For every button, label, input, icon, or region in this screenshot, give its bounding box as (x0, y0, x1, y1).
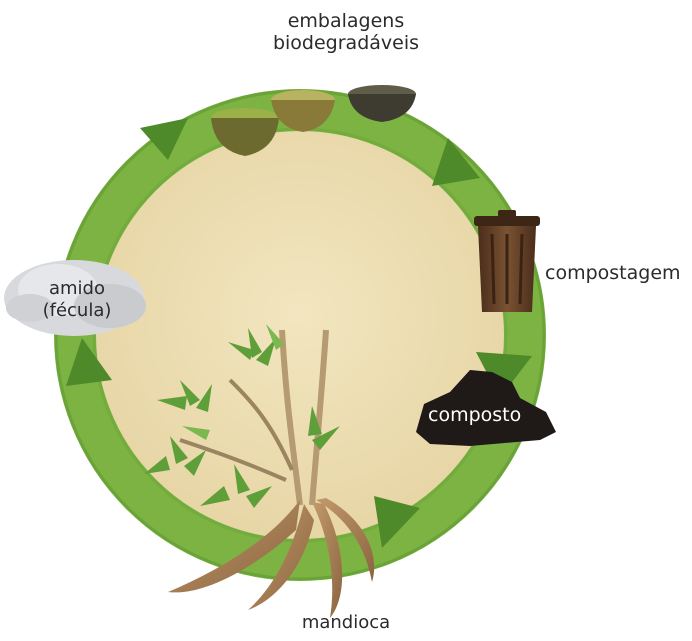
label-amido: amido (fécula) (22, 278, 132, 322)
label-embalagens-biodegradaveis: embalagens biodegradáveis (0, 10, 692, 54)
label-embalagens-line1: embalagens (0, 10, 692, 32)
label-amido-line1: amido (22, 278, 132, 300)
label-mandioca: mandioca (0, 612, 692, 634)
label-compostagem: compostagem (545, 262, 681, 284)
label-composto: composto (428, 404, 521, 426)
cycle-center (95, 130, 505, 540)
compost-bin-icon (474, 210, 540, 312)
label-amido-line2: (fécula) (22, 300, 132, 322)
label-embalagens-line2: biodegradáveis (0, 32, 692, 54)
